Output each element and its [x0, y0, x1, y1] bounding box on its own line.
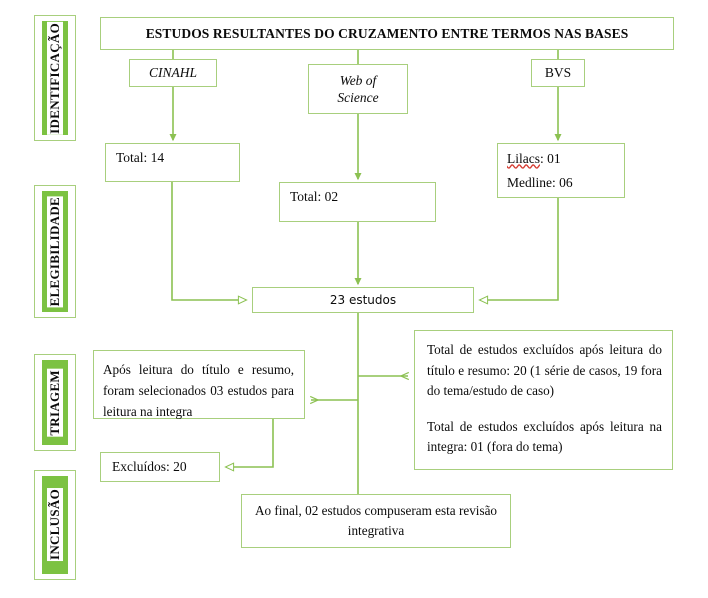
result-count-value-lilacs: : 01	[540, 150, 561, 166]
database-node-bvs: BVS	[531, 59, 585, 87]
result-count-cinahl: Total: 14	[105, 143, 240, 182]
stage-band: INCLUSÃO	[42, 476, 68, 574]
final-included-studies-text: Ao final, 02 estudos compuseram esta rev…	[254, 503, 498, 538]
stage-band: TRIAGEM	[42, 360, 68, 445]
selected-studies-node: Após leitura do título e resumo, foram s…	[93, 350, 305, 419]
selected-studies-text: Após leitura do título e resumo, foram s…	[103, 362, 294, 419]
excluded-count-text: Excluídos: 20	[112, 459, 187, 474]
result-count-word-medline: Medline	[507, 174, 552, 190]
result-count-web-of-science: Total: 02	[279, 182, 436, 222]
result-count-bvs: Lilacs: 01 Medline: 06	[497, 143, 625, 198]
stage-band: ELEGIBILIDADE	[42, 191, 68, 312]
database-name-text: Web of Science	[337, 73, 379, 105]
excluded-count-node: Excluídos: 20	[100, 452, 220, 482]
database-name-text: CINAHL	[148, 65, 197, 80]
excluded-detail-paragraph-2: Total de estudos excluídos após leitura …	[427, 418, 662, 455]
result-count-text: Total: 02	[290, 189, 339, 204]
diagram-title-box: ESTUDOS RESULTANTES DO CRUZAMENTO ENTRE …	[100, 17, 674, 50]
aggregate-studies-text: 23 estudos	[329, 293, 397, 307]
stage-label-identificacao: IDENTIFICAÇÃO	[34, 15, 76, 141]
result-count-text: Total: 14	[116, 150, 165, 165]
stage-label-text: ELEGIBILIDADE	[47, 195, 63, 308]
stage-label-elegibilidade: ELEGIBILIDADE	[34, 185, 76, 318]
result-count-line-medline: Medline: 06	[507, 171, 624, 195]
excluded-detail-paragraph-1: Total de estudos excluídos após leitura …	[427, 342, 662, 398]
diagram-title-text: ESTUDOS RESULTANTES DO CRUZAMENTO ENTRE …	[145, 26, 629, 41]
database-node-cinahl: CINAHL	[129, 59, 217, 87]
aggregate-studies-node: 23 estudos	[252, 287, 474, 313]
edge-total14-to-aggregate	[171, 182, 248, 305]
stage-label-text: INCLUSÃO	[47, 488, 63, 562]
stage-label-inclusao: INCLUSÃO	[34, 470, 76, 580]
edge-selected-to-excluded-count	[224, 419, 274, 472]
misspelled-word-lilacs: Lilacs	[507, 150, 540, 166]
edge-bvs-to-aggregate	[478, 198, 559, 305]
result-count-value-medline: : 06	[552, 174, 573, 190]
database-name-text: BVS	[544, 65, 572, 80]
result-count-line-lilacs: Lilacs: 01	[507, 147, 624, 171]
final-included-studies-node: Ao final, 02 estudos compuseram esta rev…	[241, 494, 511, 548]
database-node-web-of-science: Web of Science	[308, 64, 408, 114]
stage-band: IDENTIFICAÇÃO	[42, 21, 68, 135]
stage-label-triagem: TRIAGEM	[34, 354, 76, 451]
stage-label-text: TRIAGEM	[47, 368, 63, 437]
stage-label-text: IDENTIFICAÇÃO	[47, 21, 63, 135]
excluded-studies-detail-node: Total de estudos excluídos após leitura …	[414, 330, 673, 470]
